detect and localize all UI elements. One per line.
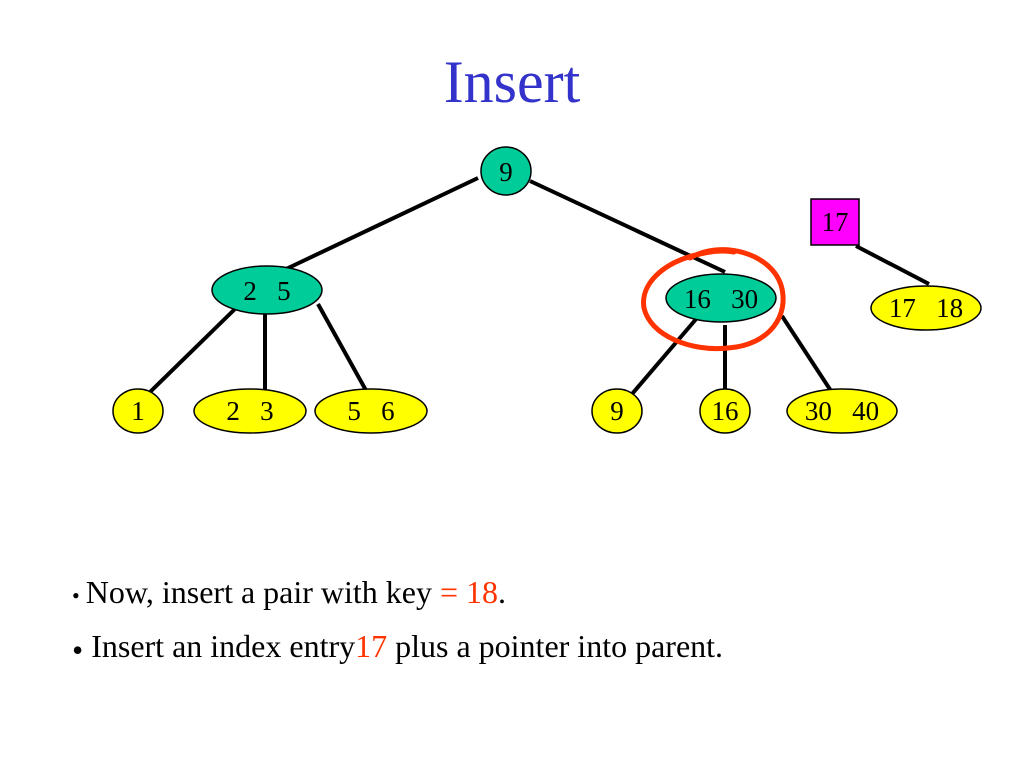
edge-25-leaf1 (146, 304, 240, 396)
leaf-2-3-label: 2 3 (226, 396, 273, 426)
bullet-1-tail: . (498, 574, 507, 610)
leaf-30-40: 30 40 (786, 388, 898, 434)
leaf-2-3: 2 3 (193, 388, 307, 434)
index-node-2-5: 2 5 (211, 265, 323, 315)
leaf-16: 16 (699, 388, 751, 434)
edge-root-right (529, 179, 726, 274)
new-index-entry-box: 17 (810, 198, 860, 246)
b-plus-tree-diagram: 9 2 5 16 30 17 17 18 1 2 3 5 6 9 (112, 146, 982, 434)
edge-root-left (283, 176, 479, 272)
bullet-1-text: Now, insert a pair with key (85, 574, 440, 610)
leaf-9-label: 9 (610, 396, 624, 426)
new-leaf-17-18: 17 18 (870, 285, 982, 331)
root-node-label: 9 (499, 157, 513, 187)
edge-17-newleaf (855, 244, 930, 286)
index-node-2-5-label: 2 5 (243, 276, 290, 306)
leaf-1: 1 (112, 388, 164, 434)
bullet-2-highlight: 17 (355, 628, 388, 664)
bullet-1-highlight: = 18 (439, 574, 499, 610)
bullet-list: •Now, insert a pair with key = 18. •Inse… (72, 576, 723, 666)
bullet-2-tail: plus a pointer into parent. (387, 628, 724, 664)
slide-title: Insert (443, 49, 581, 115)
leaf-9: 9 (591, 388, 643, 434)
leaf-1-label: 1 (131, 396, 145, 426)
leaf-16-label: 16 (712, 396, 739, 426)
highlight-circle (641, 247, 786, 352)
new-index-entry-label: 17 (822, 207, 849, 237)
leaf-5-6-label: 5 6 (347, 396, 394, 426)
bullet-item-1: •Now, insert a pair with key = 18. (72, 576, 723, 608)
bullet-item-2: •Insert an index entry17 plus a pointer … (72, 630, 723, 666)
bullet-2-text: Insert an index entry (91, 628, 356, 664)
index-node-16-30: 16 30 (665, 273, 777, 323)
index-node-16-30-label: 16 30 (684, 284, 758, 314)
bullet-dot: • (72, 631, 84, 668)
bullet-dot: • (72, 582, 80, 608)
edge-1630-leaf3040 (780, 314, 835, 396)
leaf-30-40-label: 30 40 (805, 396, 879, 426)
root-node: 9 (480, 146, 532, 196)
new-leaf-label: 17 18 (889, 293, 963, 323)
edge-1630-leaf9 (630, 316, 699, 396)
leaf-5-6: 5 6 (314, 388, 428, 434)
edge-25-leaf56 (316, 303, 370, 395)
